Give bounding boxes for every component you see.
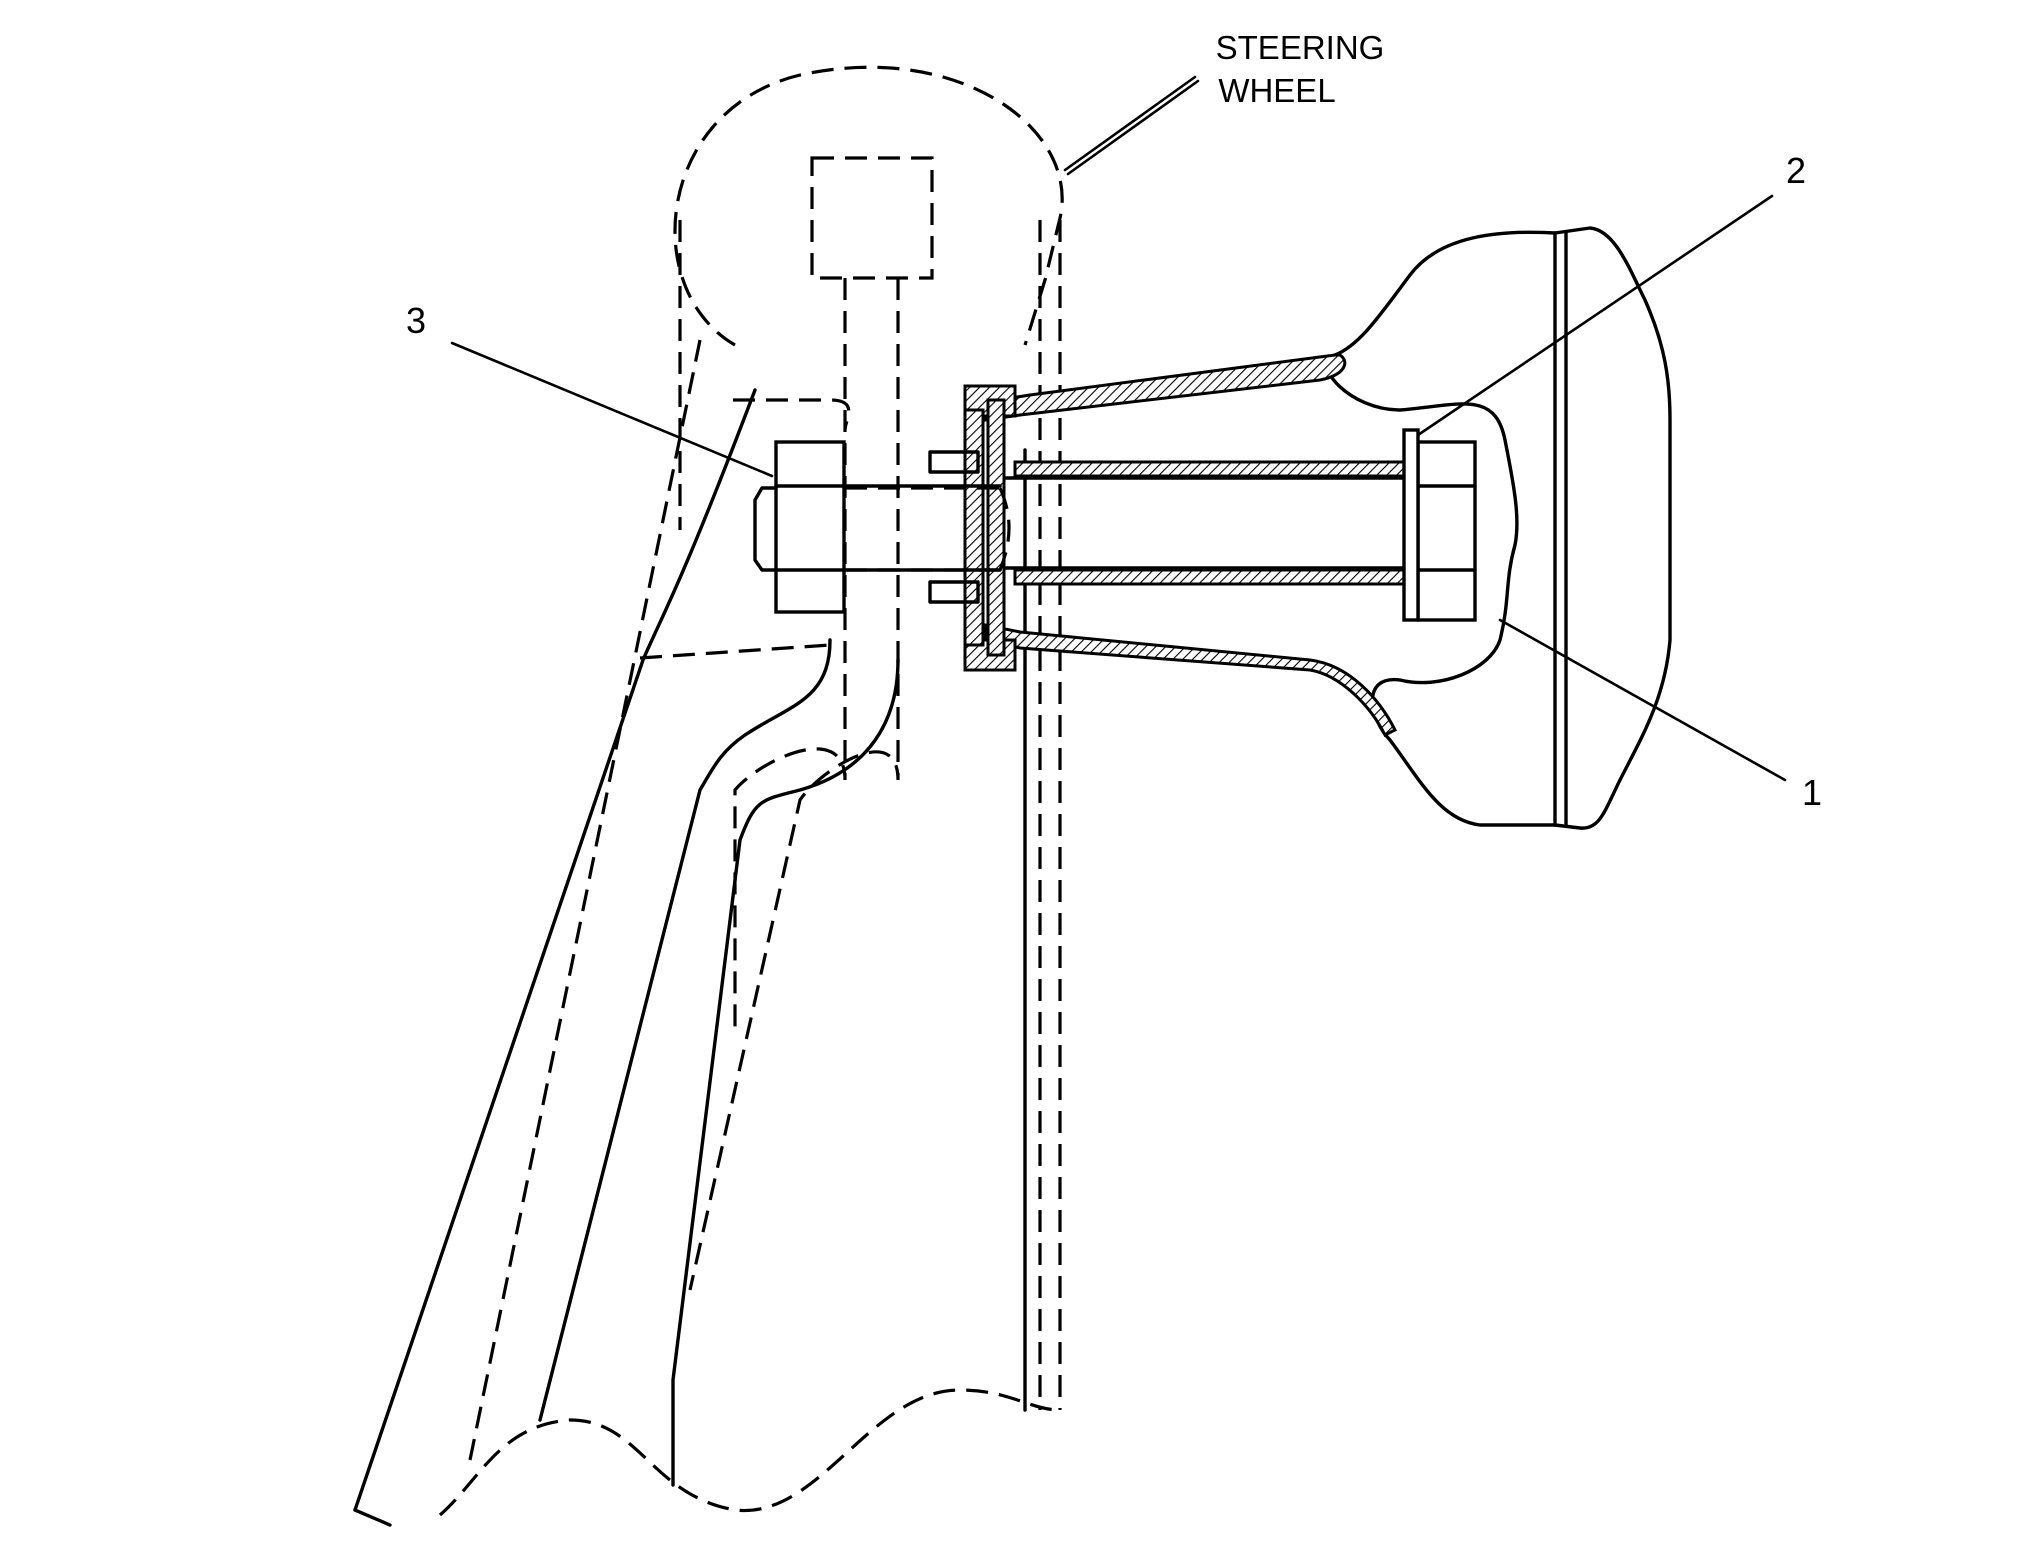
label-steering-wheel-line2: WHEEL (1218, 72, 1335, 109)
knob-body (983, 226, 1672, 830)
callout-3: 3 (406, 300, 426, 341)
bushing-flange (928, 384, 1017, 672)
leader-1 (1498, 618, 1787, 782)
callout-2: 2 (1786, 150, 1806, 191)
label-steering-wheel-line1: STEERING (1216, 29, 1385, 66)
leader-lines (450, 75, 1787, 782)
leader-steering-wheel (1063, 75, 1197, 172)
nut-item-3 (753, 440, 1002, 614)
washer-item-2 (1402, 428, 1420, 622)
steering-wheel-outline (438, 65, 1064, 1517)
leader-3 (450, 341, 774, 478)
callout-1: 1 (1802, 772, 1822, 813)
nut-item-1 (1416, 440, 1477, 622)
steering-wheel-spoke (353, 388, 1027, 1527)
leader-2 (1416, 194, 1774, 437)
bolt-sleeve (845, 460, 1412, 586)
